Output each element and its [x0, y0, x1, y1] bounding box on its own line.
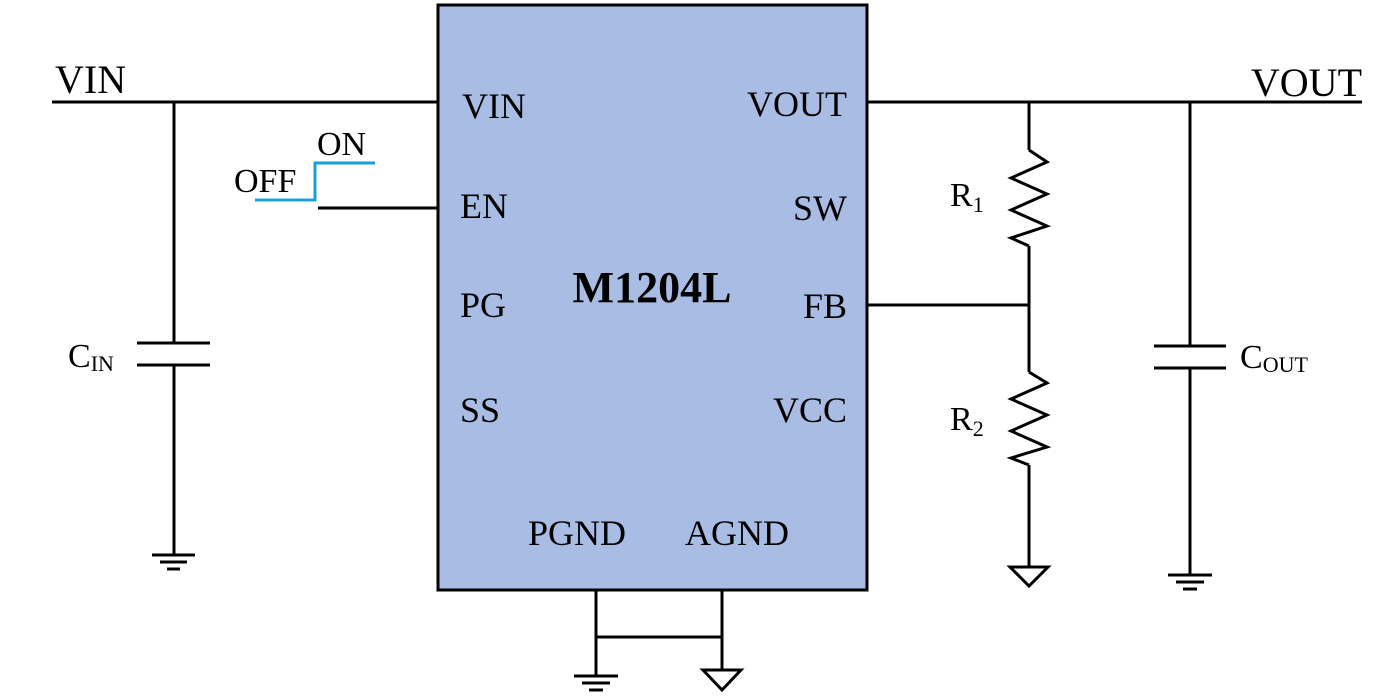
pgnd-ground-icon: [574, 674, 618, 692]
r2-label: R2: [950, 401, 984, 441]
cout-label: COUT: [1240, 339, 1308, 377]
pin-vin-label: VIN: [462, 86, 526, 126]
cin-label: CIN: [68, 338, 114, 376]
pin-ss-label: SS: [460, 390, 500, 430]
pin-pgnd-label: PGND: [528, 513, 626, 553]
pin-sw-label: SW: [793, 188, 847, 228]
pin-agnd-label: AGND: [685, 513, 789, 553]
vin-net-label: VIN: [55, 57, 126, 102]
chip-name: M1204L: [573, 263, 732, 312]
cin-ground-icon: [152, 553, 195, 571]
pin-pg-label: PG: [460, 285, 506, 325]
pin-en-label: EN: [460, 186, 508, 226]
r1-resistor: [1006, 102, 1052, 372]
pin-fb-label: FB: [803, 286, 847, 326]
r1-label: R1: [950, 177, 984, 217]
cin-capacitor: [137, 102, 210, 555]
r2-ground-icon: [1006, 565, 1052, 589]
enable-off-label: OFF: [234, 163, 296, 200]
enable-on-label: ON: [317, 126, 366, 163]
cout-ground-icon: [1168, 573, 1212, 591]
chip-body: [436, 3, 869, 592]
cout-capacitor: [1154, 102, 1226, 575]
agnd-ground-icon: [699, 668, 745, 693]
pin-vcc-label: VCC: [773, 390, 847, 430]
chip-ground-wiring: [594, 590, 724, 676]
enable-step-signal: [255, 161, 375, 202]
r2-resistor: [1006, 370, 1052, 567]
pin-vout-label: VOUT: [747, 84, 847, 124]
vout-net-label: VOUT: [1251, 60, 1362, 105]
